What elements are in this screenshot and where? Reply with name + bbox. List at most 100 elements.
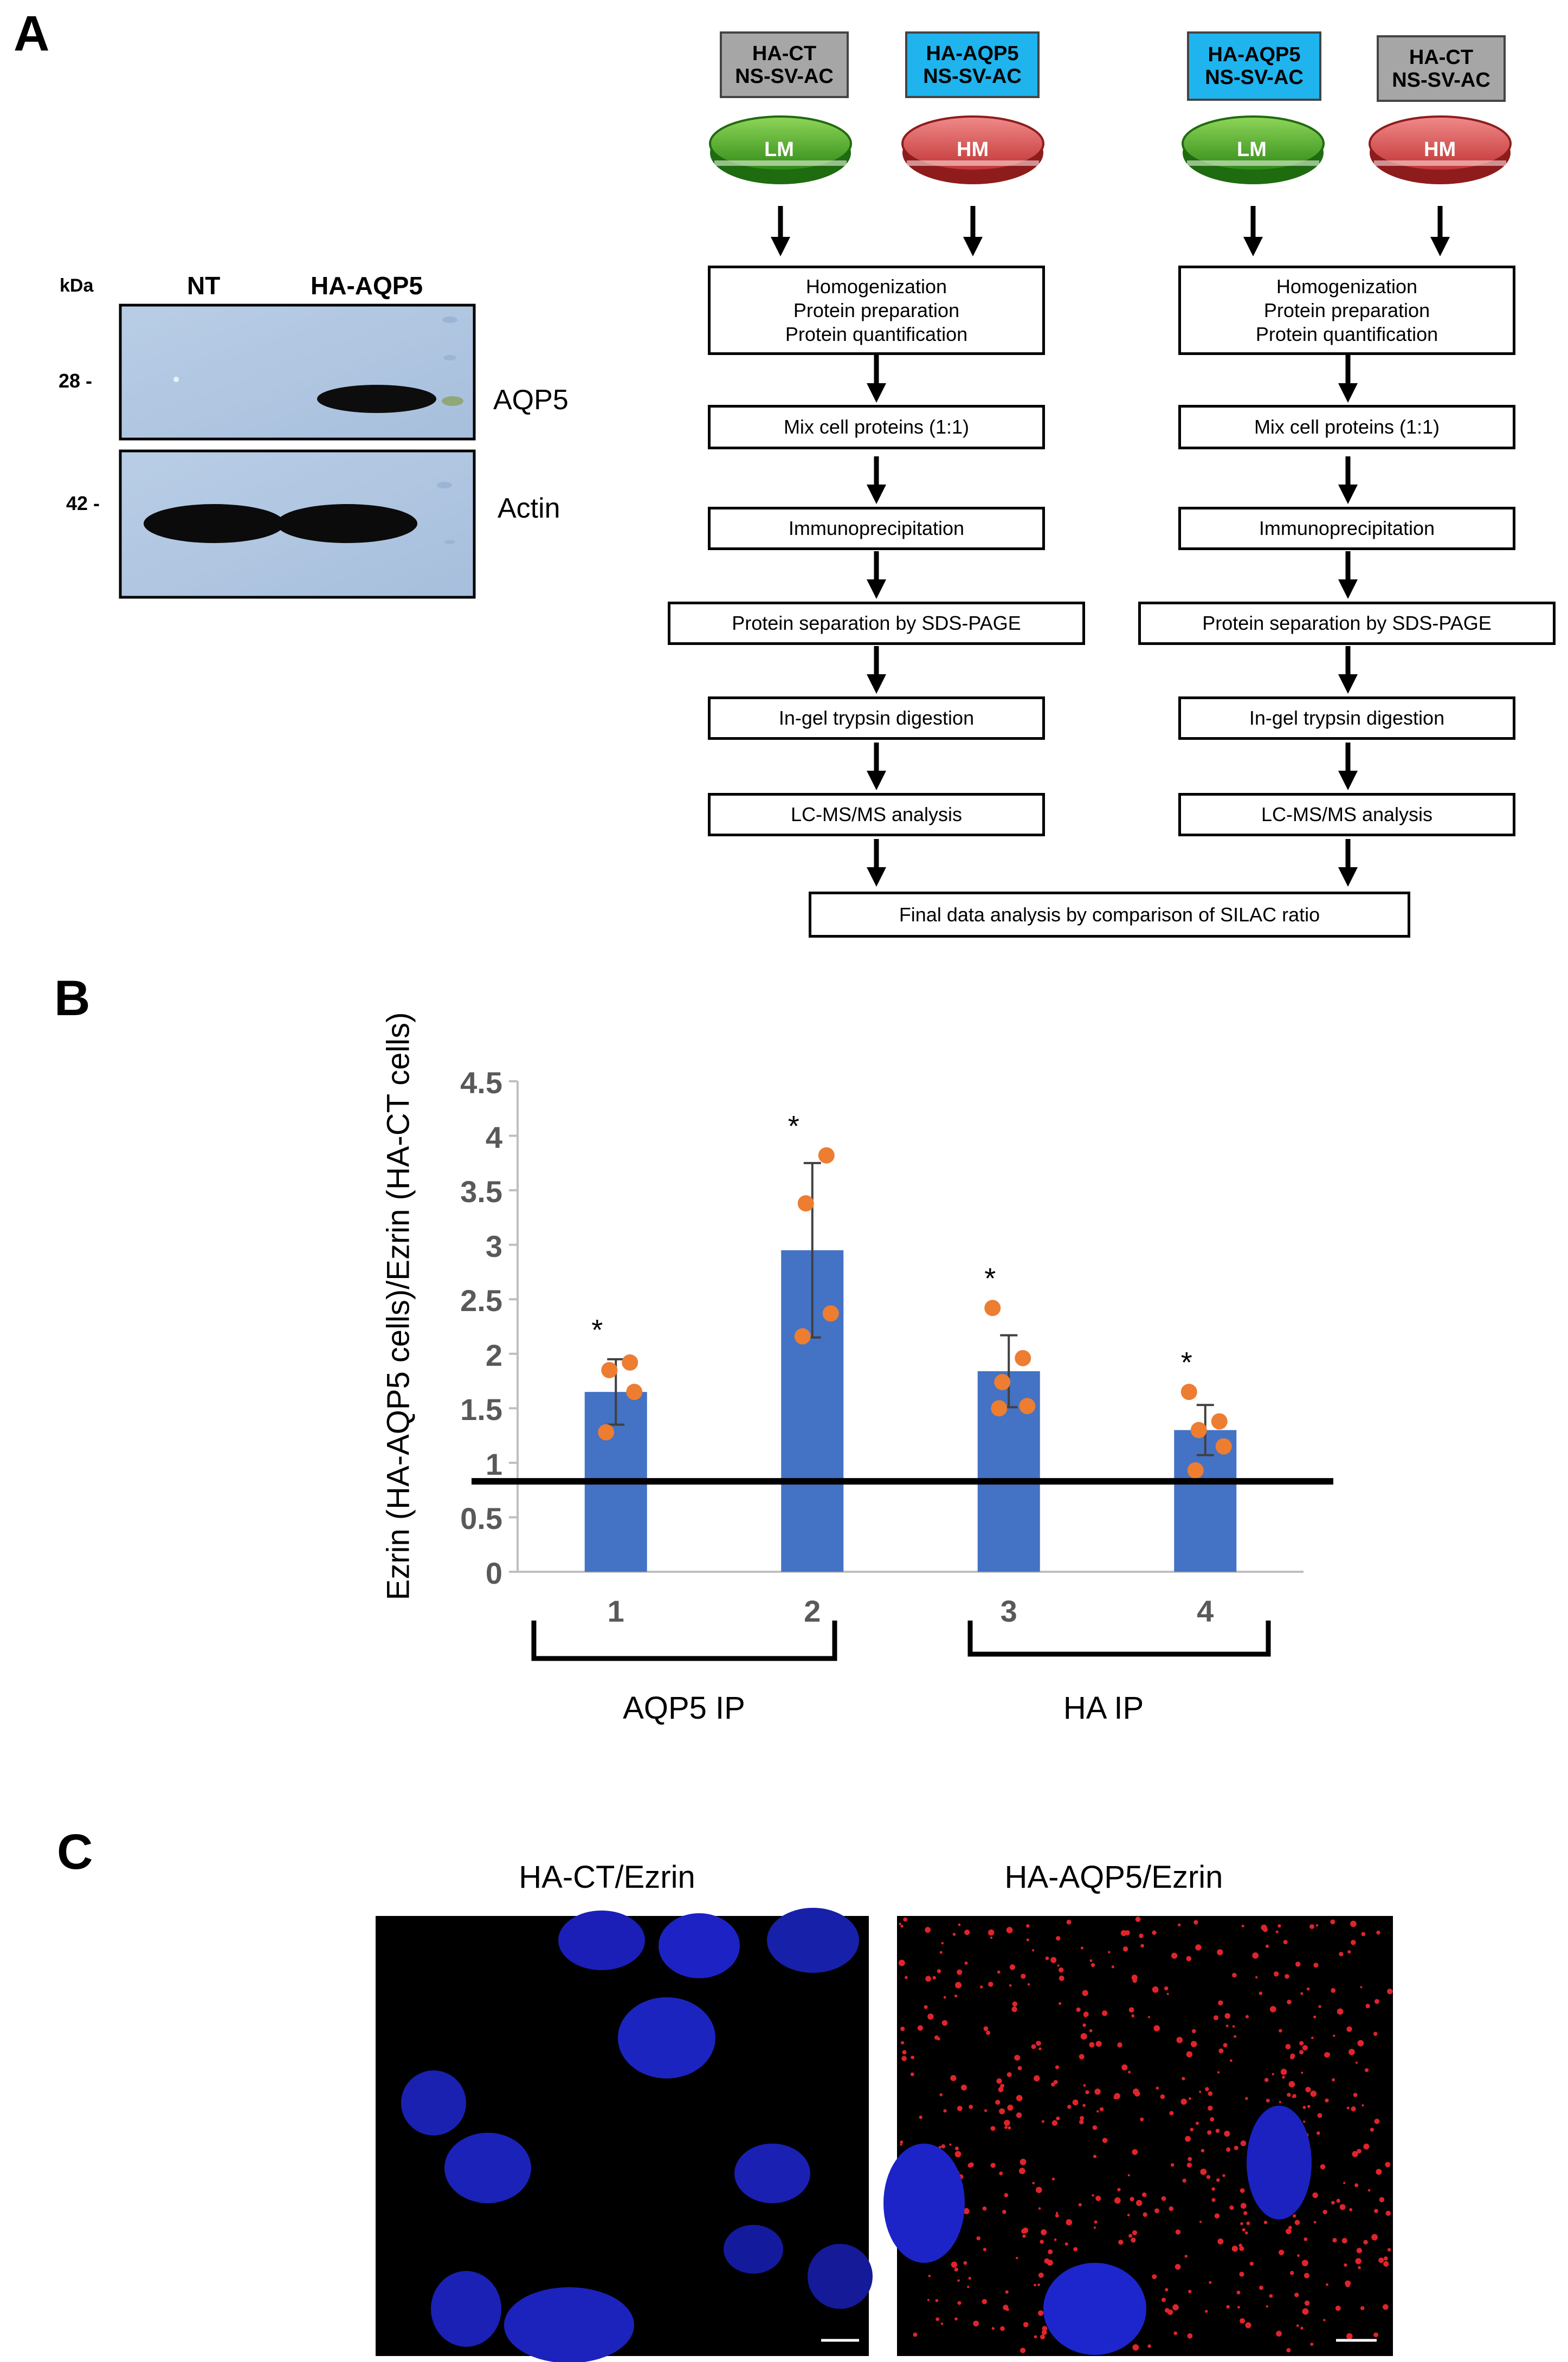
ezrin-punctum xyxy=(1257,2173,1264,2179)
ezrin-punctum xyxy=(1237,2306,1240,2309)
ezrin-punctum xyxy=(957,2202,963,2208)
ezrin-punctum xyxy=(928,2274,931,2277)
ezrin-punctum xyxy=(1280,2068,1287,2075)
ezrin-punctum xyxy=(1014,2055,1021,2061)
ezrin-punctum xyxy=(1344,2263,1347,2267)
ezrin-punctum xyxy=(1034,2283,1036,2287)
ezrin-punctum xyxy=(1245,2322,1251,2328)
data-point xyxy=(1180,1384,1197,1401)
ezrin-punctum xyxy=(1292,2095,1295,2099)
ezrin-punctum xyxy=(935,2299,939,2302)
ezrin-punctum xyxy=(1018,2167,1025,2174)
ezrin-punctum xyxy=(1152,1930,1157,1935)
ezrin-punctum xyxy=(1346,2106,1350,2109)
ezrin-punctum xyxy=(1003,2305,1009,2311)
ezrin-puncta xyxy=(899,1916,1393,2353)
ezrin-punctum xyxy=(1263,2221,1268,2224)
lane-label-nt: NT xyxy=(187,272,221,300)
ezrin-punctum xyxy=(1293,2214,1296,2218)
ezrin-punctum xyxy=(1322,2210,1327,2215)
ezrin-punctum xyxy=(1186,2051,1193,2057)
ezrin-punctum xyxy=(1339,2204,1346,2210)
ezrin-punctum xyxy=(900,2041,905,2045)
ezrin-punctum xyxy=(902,2050,907,2055)
ezrin-punctum xyxy=(1121,2064,1128,2071)
ezrin-punctum xyxy=(1244,2231,1248,2235)
group-brackets xyxy=(531,1621,1271,1661)
ezrin-punctum xyxy=(1259,2286,1263,2290)
ezrin-punctum xyxy=(1132,1978,1137,1983)
ezrin-punctum xyxy=(984,2109,988,2112)
ezrin-punctum xyxy=(1080,2116,1085,2121)
ezrin-punctum xyxy=(995,2100,1001,2105)
ezrin-punctum xyxy=(1286,2348,1291,2353)
ezrin-punctum xyxy=(1154,2208,1159,2213)
ezrin-punctum xyxy=(1093,2227,1096,2229)
ezrin-punctum xyxy=(1136,2199,1143,2206)
ezrin-punctum xyxy=(1294,2219,1300,2225)
ezrin-punctum xyxy=(1114,2197,1121,2204)
ezrin-punctum xyxy=(1357,2040,1364,2047)
ezrin-punctum xyxy=(1383,2256,1388,2261)
ezrin-punctum xyxy=(1140,1944,1144,1948)
ezrin-punctum xyxy=(1265,1944,1269,1948)
ezrin-punctum xyxy=(1352,2151,1358,2157)
ezrin-punctum xyxy=(1217,2071,1220,2074)
ezrin-punctum xyxy=(998,2087,1004,2093)
ezrin-punctum xyxy=(1021,2229,1027,2234)
ezrin-punctum xyxy=(919,2206,926,2212)
kda-label: kDa xyxy=(60,275,94,296)
ezrin-punctum xyxy=(1240,2188,1245,2193)
ezrin-punctum xyxy=(1093,2154,1097,2158)
ezrin-punctum xyxy=(1022,2228,1029,2234)
ezrin-punctum xyxy=(1040,2240,1044,2244)
ezrin-punctum xyxy=(1333,2034,1335,2037)
ezrin-punctum xyxy=(1300,1992,1304,1995)
ezrin-punctum xyxy=(990,2163,996,2168)
ezrin-punctum xyxy=(1360,2306,1365,2311)
ezrin-punctum xyxy=(1225,2024,1229,2028)
ezrin-punctum xyxy=(1176,2037,1183,2043)
ezrin-punctum xyxy=(1004,2193,1009,2198)
ezrin-punctum xyxy=(988,1982,993,1987)
ezrin-punctum xyxy=(1095,2196,1101,2202)
data-point xyxy=(1190,1422,1207,1438)
ezrin-punctum xyxy=(1190,2127,1194,2132)
ezrin-punctum xyxy=(903,1917,908,1922)
data-point xyxy=(1019,1398,1036,1415)
marker-42: 42 - xyxy=(66,492,100,514)
ezrin-punctum xyxy=(1367,2189,1371,2192)
ezrin-punctum xyxy=(979,1985,983,1989)
step-ip-left: Immunoprecipitation xyxy=(708,507,1045,550)
ezrin-punctum xyxy=(1143,2212,1147,2217)
ezrin-punctum xyxy=(1249,2261,1254,2266)
ezrin-punctum xyxy=(1041,2229,1047,2236)
ezrin-punctum xyxy=(1072,2099,1079,2106)
data-point xyxy=(1215,1438,1232,1455)
ezrin-punctum xyxy=(901,2247,905,2251)
ezrin-punctum xyxy=(1211,2198,1216,2202)
ezrin-punctum xyxy=(1245,2015,1249,2018)
step-trypsin-right: In-gel trypsin digestion xyxy=(1178,696,1515,740)
blot-actin-frame xyxy=(119,449,476,599)
ezrin-punctum xyxy=(1009,1984,1012,1987)
ezrin-punctum xyxy=(1281,2176,1287,2181)
ezrin-punctum xyxy=(1169,2111,1174,2115)
tag-ha-ct-left: HA-CT NS-SV-AC xyxy=(720,31,849,98)
ezrin-punctum xyxy=(1313,2221,1317,2224)
ezrin-punctum xyxy=(939,1951,943,1954)
ezrin-punctum xyxy=(927,2196,933,2202)
ezrin-punctum xyxy=(1317,2131,1320,2135)
tag-ha-ct-right: HA-CT NS-SV-AC xyxy=(1377,35,1506,102)
ezrin-punctum xyxy=(1317,2113,1322,2118)
ezrin-punctum xyxy=(1290,2055,1294,2060)
ezrin-punctum xyxy=(899,1922,901,1925)
ezrin-punctum xyxy=(1051,2082,1055,2087)
ezrin-punctum xyxy=(999,2171,1003,2176)
x-tick-label: 1 xyxy=(607,1594,624,1628)
ezrin-punctum xyxy=(986,2030,991,2035)
ezrin-punctum xyxy=(1083,2011,1089,2017)
ezrin-punctum xyxy=(1102,2138,1108,2143)
ezrin-punctum xyxy=(1307,2105,1311,2108)
ezrin-punctum xyxy=(1016,2095,1023,2101)
